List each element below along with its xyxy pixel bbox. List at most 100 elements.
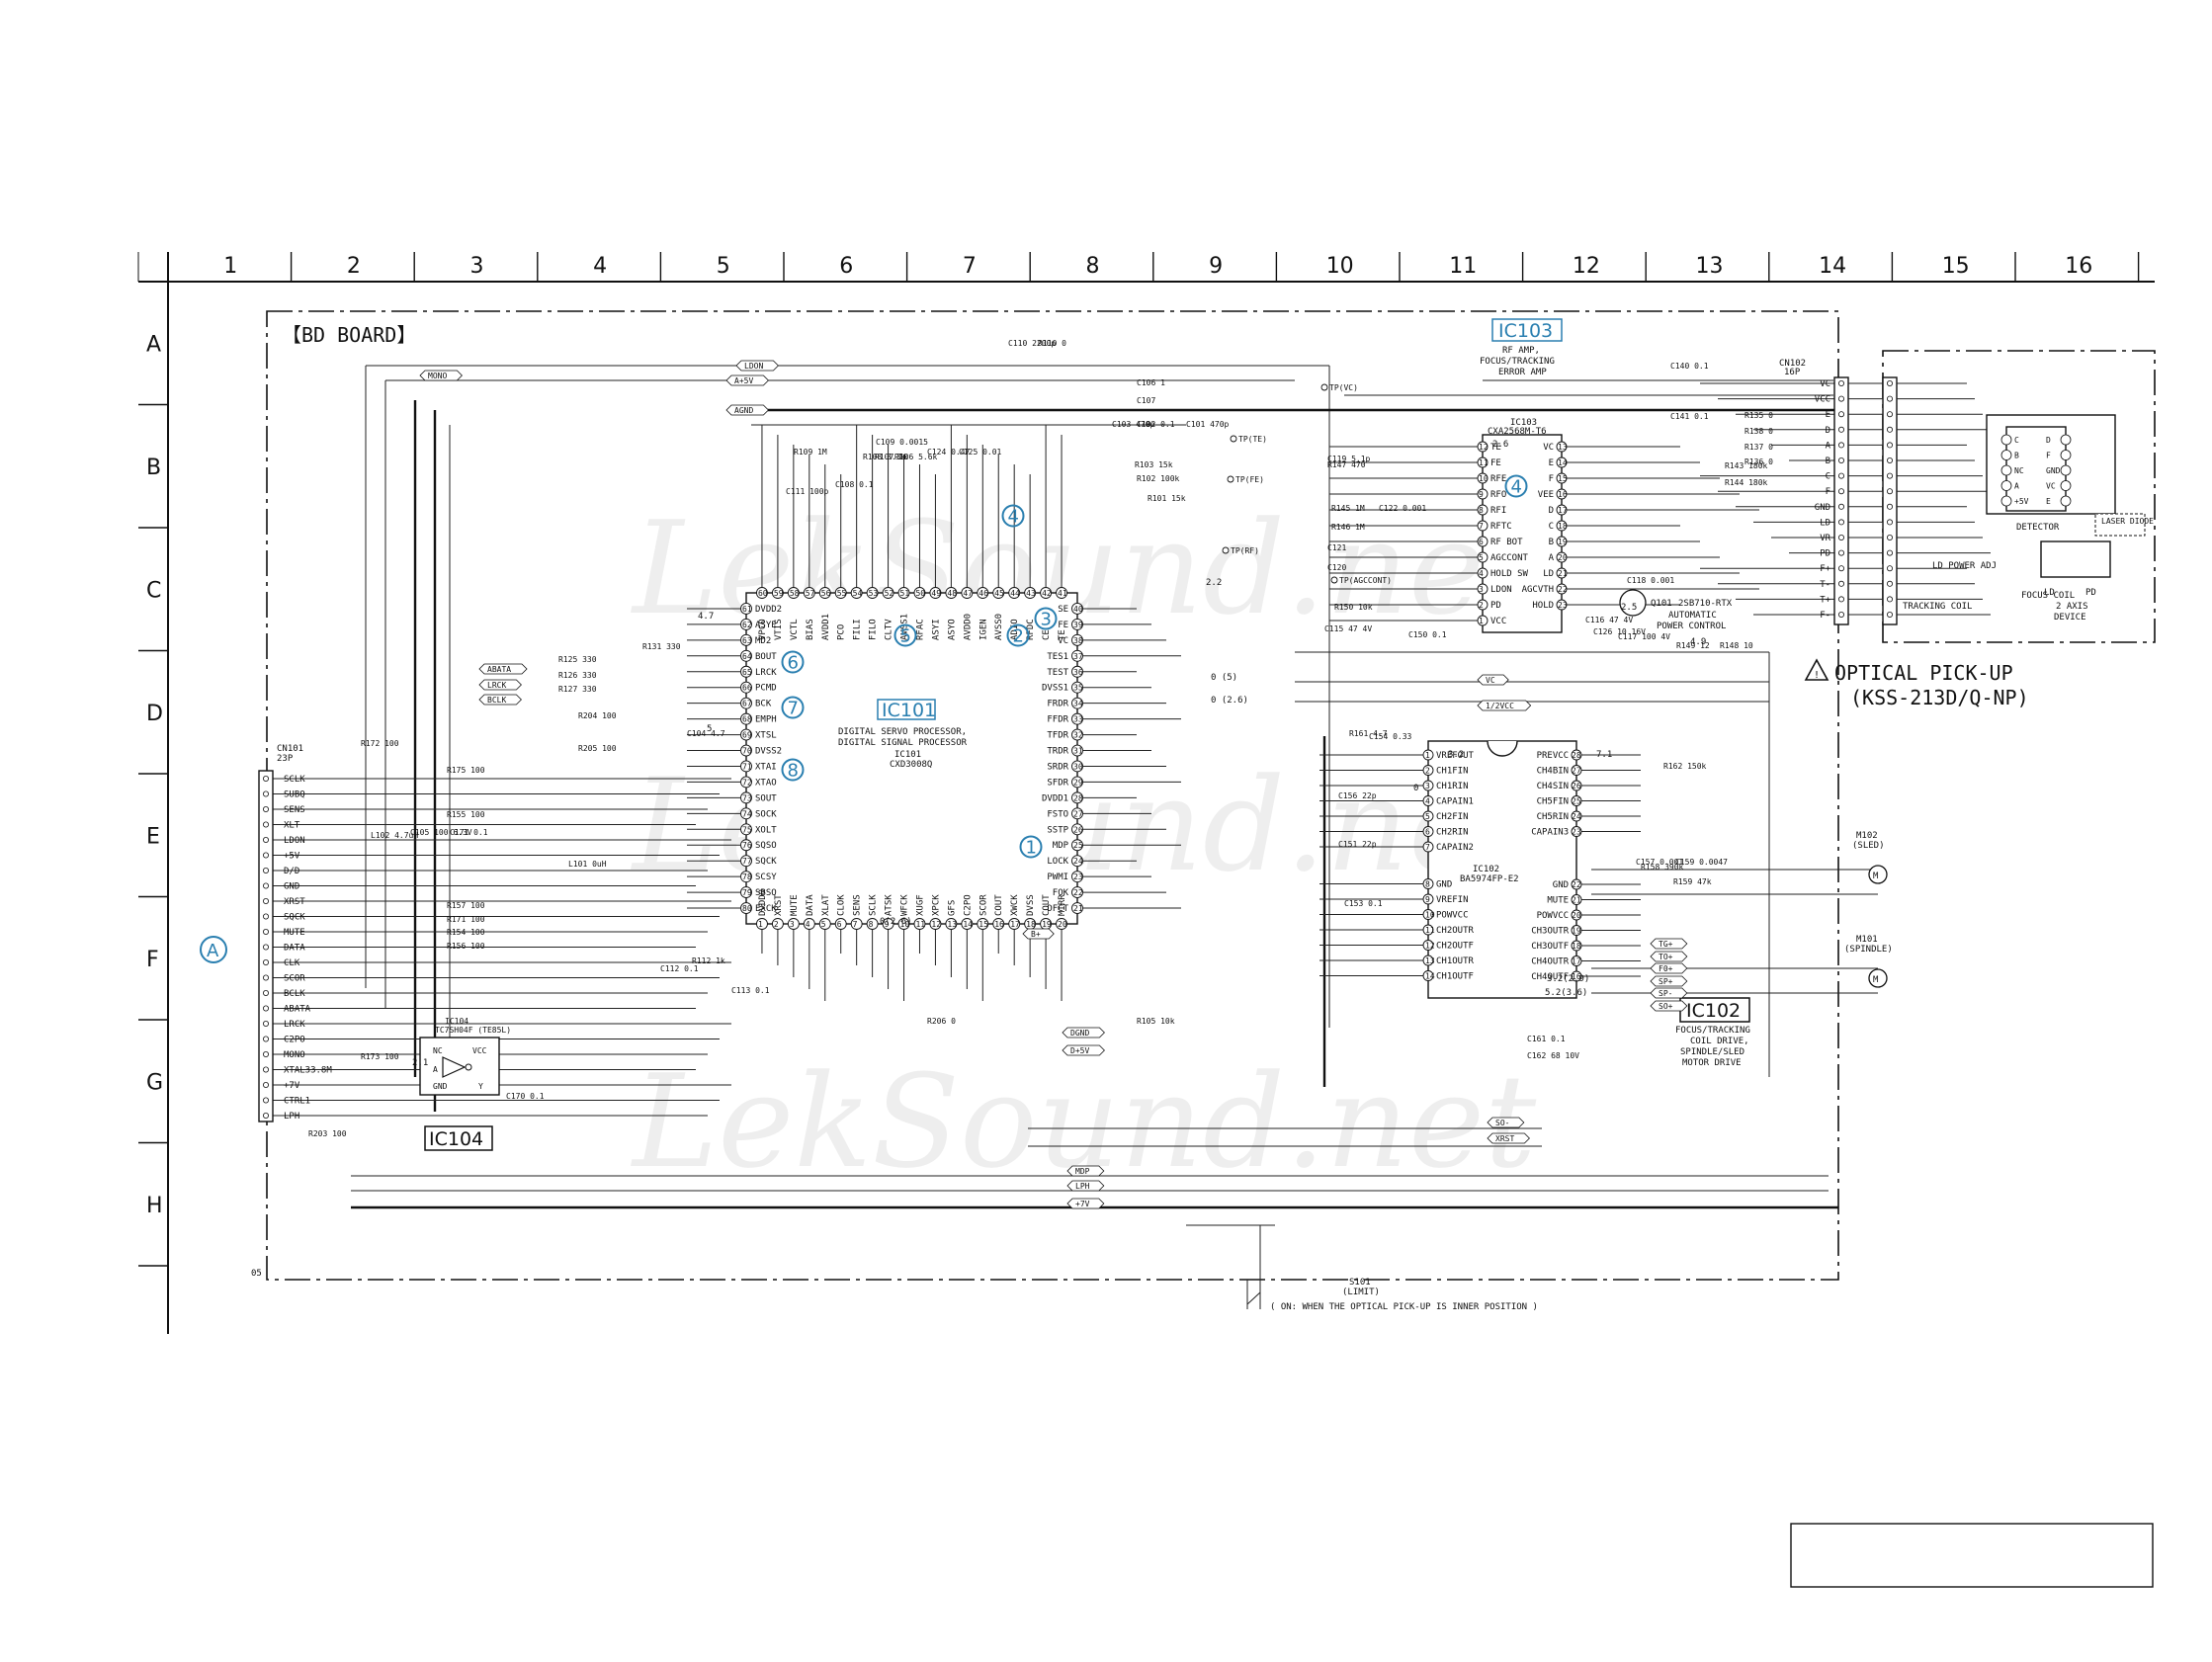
svg-text:40: 40 (1073, 605, 1083, 614)
ic102-right-pin-label: MUTE (1547, 896, 1569, 906)
ic101-desc2: DIGITAL SIGNAL PROCESSOR (838, 738, 968, 748)
svg-text:67: 67 (742, 700, 752, 708)
svg-text:2: 2 (774, 920, 779, 929)
page-reference: 05 (251, 1269, 262, 1279)
ic103-right-pin-label: E (1549, 458, 1554, 468)
net-label: ABATA (487, 665, 511, 674)
ic102-right-pin-label: CH3OUTR (1531, 927, 1570, 937)
capacitor-label: C104 4.7 (687, 729, 725, 738)
ic101-top-pin-label: AVSS0 (994, 614, 1004, 640)
svg-text:47: 47 (963, 589, 973, 598)
signal-voltage: 4.7 (698, 612, 714, 622)
ic101-right-pin-label: TEST (1047, 668, 1068, 678)
capacitor-label: C118 0.001 (1627, 576, 1674, 585)
svg-text:21: 21 (1558, 569, 1568, 578)
ic101-top-pin-label: RFDC (1026, 619, 1036, 640)
ic102-right-pin-label: GND (1553, 880, 1569, 890)
ic101-left-pin-label: DVSS2 (755, 747, 782, 757)
resistor-label: R150 10k (1334, 603, 1373, 612)
signal-voltage: 4.9 (1690, 637, 1706, 647)
cn102-pins-count: 16P (1784, 368, 1801, 377)
ic102-right-pin-label: CH5FIN (1537, 797, 1570, 807)
capacitor-label: C140 0.1 (1670, 362, 1709, 371)
resistor-label: R109 1M (794, 448, 827, 457)
svg-text:71: 71 (742, 762, 752, 771)
net-label: A+5V (734, 376, 753, 385)
ic101-right-pin-label: SRDR (1047, 762, 1068, 772)
svg-text:10: 10 (1425, 911, 1435, 920)
resistor-label: R127 330 (558, 685, 597, 694)
svg-text:66: 66 (742, 684, 752, 693)
ic101-top-pin-label: BIAS (806, 619, 815, 640)
svg-text:M: M (1873, 872, 1879, 881)
svg-text:42: 42 (1042, 589, 1052, 598)
ic101-left-pin-label: EMPH (755, 715, 777, 725)
svg-text:4: 4 (806, 920, 810, 929)
signal-voltage: 0 (5) (1211, 673, 1237, 683)
svg-text:12: 12 (931, 920, 941, 929)
ic101-bottom-pin-label: COUT (994, 894, 1004, 916)
detector-pin-label: E (2046, 497, 2051, 506)
svg-text:21: 21 (1572, 896, 1581, 905)
ic102-left-pin-label: CH2FIN (1436, 812, 1469, 822)
resistor-label: R144 180k (1725, 478, 1768, 487)
ic102-left-pin-label: POWVCC (1436, 911, 1469, 921)
cn102-pin-label: D (1826, 426, 1830, 436)
svg-text:11: 11 (915, 920, 925, 929)
svg-text:25: 25 (1572, 797, 1581, 806)
svg-text:51: 51 (900, 589, 910, 598)
capacitor-label: C154 0.33 (1369, 732, 1412, 741)
column-label-13: 13 (1696, 254, 1724, 279)
resistor-label: R156 100 (447, 942, 485, 951)
signal-voltage: 0(2.6) (880, 917, 912, 927)
laser-diode-block (2040, 540, 2111, 578)
svg-text:30: 30 (1073, 762, 1083, 771)
ic103-left-pin-label: VCC (1490, 617, 1506, 626)
svg-text:35: 35 (1073, 684, 1083, 693)
ic101-top-pin-label: PCO (837, 624, 847, 640)
ic102-right-pin-label: CH3OUTF (1531, 942, 1569, 952)
ic101-top-pin-label: VCTL (790, 619, 800, 640)
pickup-label-device: DEVICE (2054, 613, 2086, 623)
row-label-B: B (146, 456, 161, 480)
svg-text:22: 22 (1572, 880, 1581, 889)
cn102-pin-label: A (1826, 441, 1831, 451)
cn102-pin-label: E (1826, 410, 1830, 420)
cn102-pin-label: B (1826, 457, 1830, 466)
cn101-pin-label: +7V (284, 1081, 300, 1091)
signal-voltage: 7.1 (1596, 750, 1612, 760)
svg-text:7: 7 (1479, 522, 1484, 531)
motor-sled-icon (1868, 865, 1888, 884)
svg-text:24: 24 (1073, 857, 1083, 866)
ic103-right-pin-label: VEE (1538, 490, 1554, 500)
ic101-right-pin-label: VC (1058, 636, 1068, 646)
svg-text:14: 14 (1558, 458, 1568, 467)
ic101-bottom-pin-label: COUT (1042, 894, 1052, 916)
svg-text:12: 12 (1425, 942, 1435, 951)
row-label-D: D (146, 702, 163, 726)
capacitor-label: C150 0.1 (1408, 630, 1447, 639)
ic101-right-pin-label: MDP (1053, 841, 1069, 851)
resistor-label: R103 15k (1135, 460, 1173, 469)
waveform-marker-8 (781, 758, 805, 782)
ic103-desc-3: ERROR AMP (1498, 368, 1547, 377)
cn101-pin-label: BCLK (284, 989, 305, 999)
ic102-left-pin-label: CAPAIN1 (1436, 797, 1474, 807)
capacitor-label: C108 0.1 (835, 480, 874, 489)
net-label: 1/2VCC (1486, 702, 1514, 710)
test-point-label: TP(TE) (1238, 435, 1267, 444)
net-label: D+5V (1070, 1046, 1089, 1055)
svg-text:46: 46 (978, 589, 988, 598)
capacitor-label: C121 (1327, 543, 1346, 552)
pickup-title: OPTICAL PICK-UP (1834, 661, 2013, 685)
capacitor-label: C113 0.1 (731, 986, 770, 995)
svg-text:29: 29 (1073, 778, 1083, 787)
svg-text:16: 16 (1558, 490, 1568, 499)
resistor-label: R161 4.7 (1349, 729, 1388, 738)
svg-text:6: 6 (1425, 828, 1430, 837)
svg-text:3: 3 (790, 920, 795, 929)
motor-sled-name: (SLED) (1852, 841, 1885, 851)
